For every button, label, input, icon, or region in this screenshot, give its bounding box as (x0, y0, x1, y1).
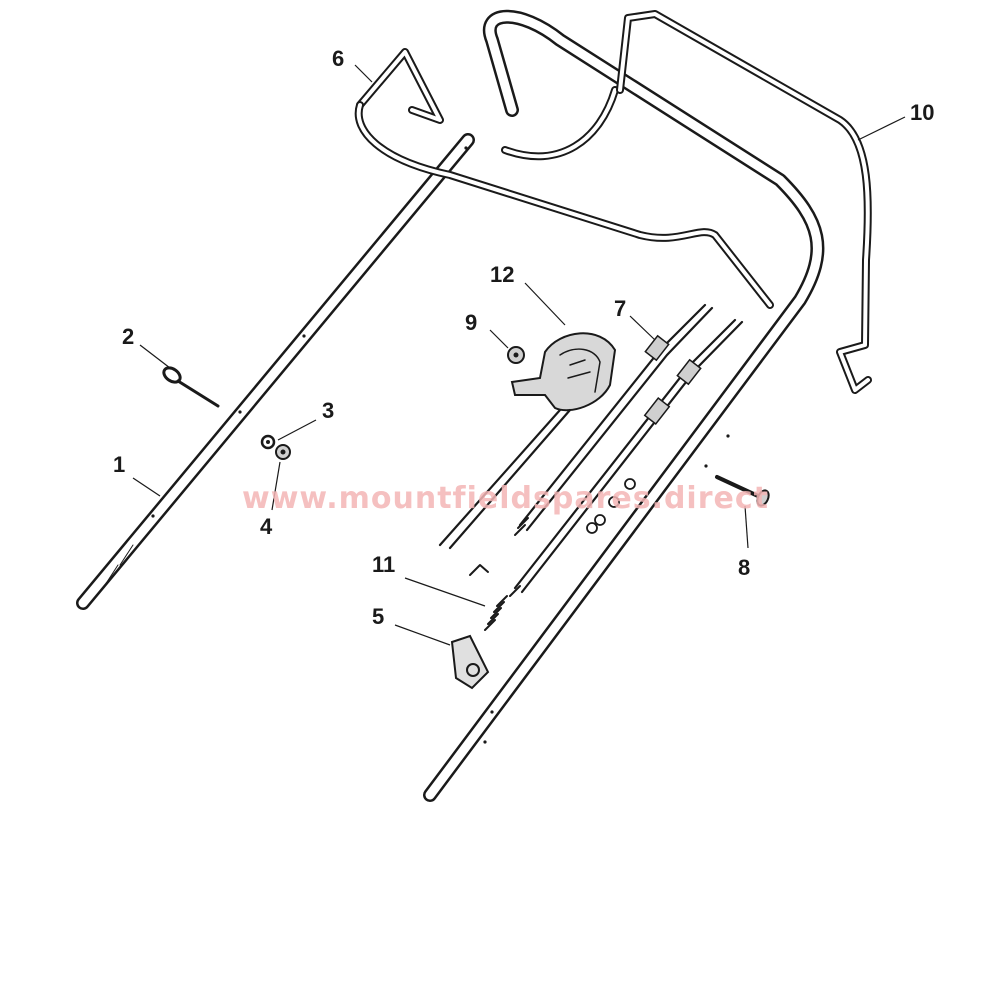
part-12-control-lever (510, 332, 617, 412)
part-6-wire-hook (354, 48, 774, 309)
callout-12: 12 (490, 262, 514, 287)
part-11-spring (484, 517, 529, 631)
part-7-control-cables (438, 303, 744, 594)
leader-lines (132, 64, 906, 646)
callout-4: 4 (260, 514, 273, 539)
callout-2: 2 (122, 324, 134, 349)
callout-8: 8 (738, 555, 750, 580)
part-9-nut (507, 346, 525, 364)
part-10-operator-bail (616, 10, 872, 394)
callout-11: 11 (372, 552, 395, 577)
part-1-lower-handle-left (76, 133, 475, 610)
callout-5: 5 (372, 604, 384, 629)
callout-10: 10 (910, 100, 934, 125)
watermark-text: www.mountfieldspares.direct (242, 481, 769, 516)
callout-9: 9 (465, 310, 477, 335)
small-washers (586, 478, 636, 534)
part-2-eye-bolt (162, 366, 220, 408)
upper-handle-bar (423, 9, 825, 802)
callout-labels: 1 2 3 4 5 6 7 8 9 10 11 12 (113, 46, 934, 629)
callout-3: 3 (322, 398, 334, 423)
part-3-washer (260, 434, 276, 450)
part-5-cable-clip (450, 634, 490, 690)
part-4-nut (275, 444, 291, 460)
callout-1: 1 (113, 452, 125, 477)
part-8-bolt (715, 475, 770, 507)
callout-7: 7 (614, 296, 626, 321)
callout-6: 6 (332, 46, 344, 71)
